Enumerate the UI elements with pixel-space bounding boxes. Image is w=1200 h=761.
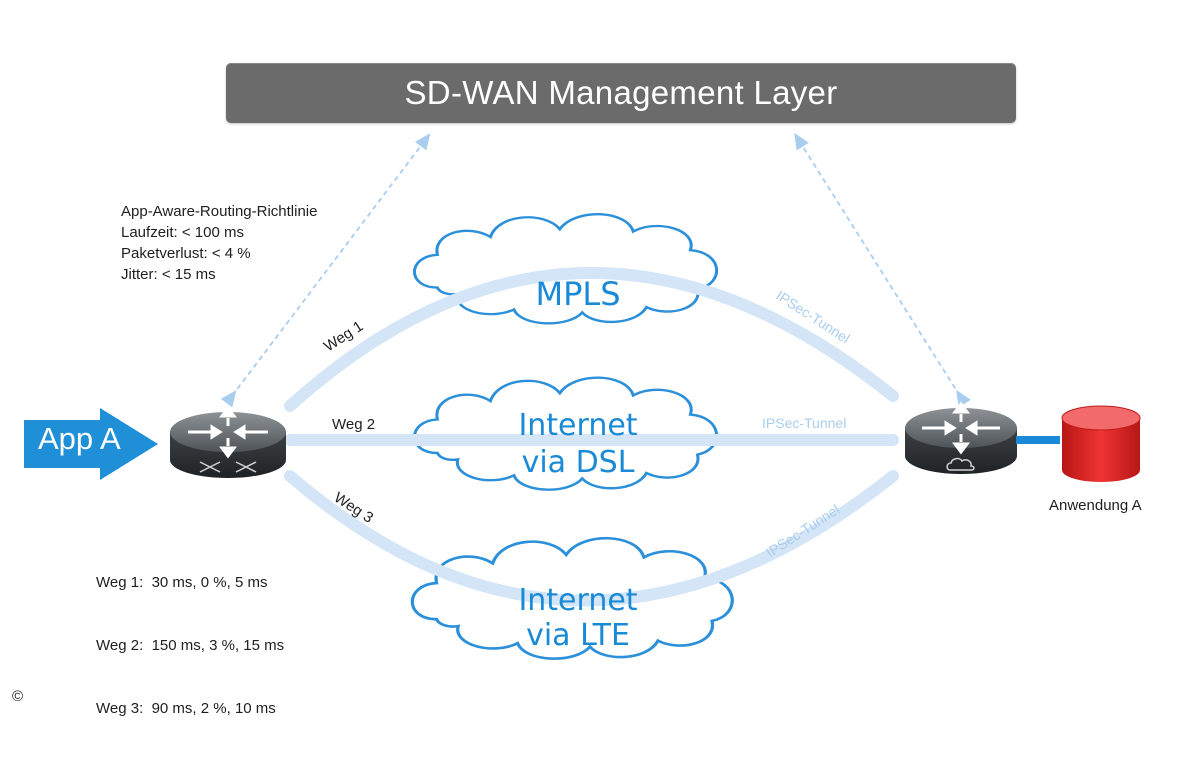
policy-packet-loss: Paketverlust: < 4 % [121, 245, 251, 262]
management-layer-title: SD-WAN Management Layer [404, 74, 838, 111]
path-stats-weg-3: Weg 3: 90 ms, 2 %, 10 ms [96, 700, 276, 717]
sd-wan-diagram: MPLS Internet via DSL Internet via LTE W… [12, 63, 1142, 717]
weg-2-label: Weg 2 [332, 416, 375, 433]
db-connection [1016, 436, 1060, 444]
router-cloud-icon [905, 401, 1017, 474]
routing-policy: App-Aware-Routing-Richtlinie Laufzeit: <… [121, 201, 317, 285]
mgmt-link-right [794, 132, 971, 408]
path-weg-3 [284, 470, 899, 607]
tunnel-2-label: IPSec-Tunnel [762, 415, 846, 431]
app-arrow [24, 408, 158, 480]
lte-label-line2: via LTE [526, 618, 630, 653]
application-label: Anwendung A [1049, 497, 1142, 514]
lte-label-line1: Internet [518, 583, 637, 618]
diagram-canvas: MPLS Internet via DSL Internet via LTE W… [24, 132, 1141, 661]
copyright-mark: © [12, 688, 24, 705]
path-stats: Weg 1: 30 ms, 0 %, 5 ms Weg 2: 150 ms, 3… [96, 530, 284, 761]
tunnel-3-label: IPSec-Tunnel [763, 501, 842, 560]
management-layer-bar: SD-WAN Management Layer [226, 63, 1016, 123]
path-stats-weg-1: Weg 1: 30 ms, 0 %, 5 ms [96, 574, 268, 591]
policy-title: App-Aware-Routing-Richtlinie [121, 203, 318, 220]
mpls-label: MPLS [535, 275, 620, 313]
policy-latency: Laufzeit: < 100 ms [121, 224, 244, 241]
policy-jitter: Jitter: < 15 ms [121, 266, 216, 283]
dsl-label-line1: Internet [518, 408, 637, 443]
dsl-label-line2: via DSL [522, 445, 635, 480]
path-stats-weg-2: Weg 2: 150 ms, 3 %, 15 ms [96, 637, 285, 654]
database-icon [1061, 405, 1141, 482]
app-label: App A [38, 421, 121, 456]
path-weg-1 [284, 266, 899, 412]
router-icon [170, 405, 286, 478]
